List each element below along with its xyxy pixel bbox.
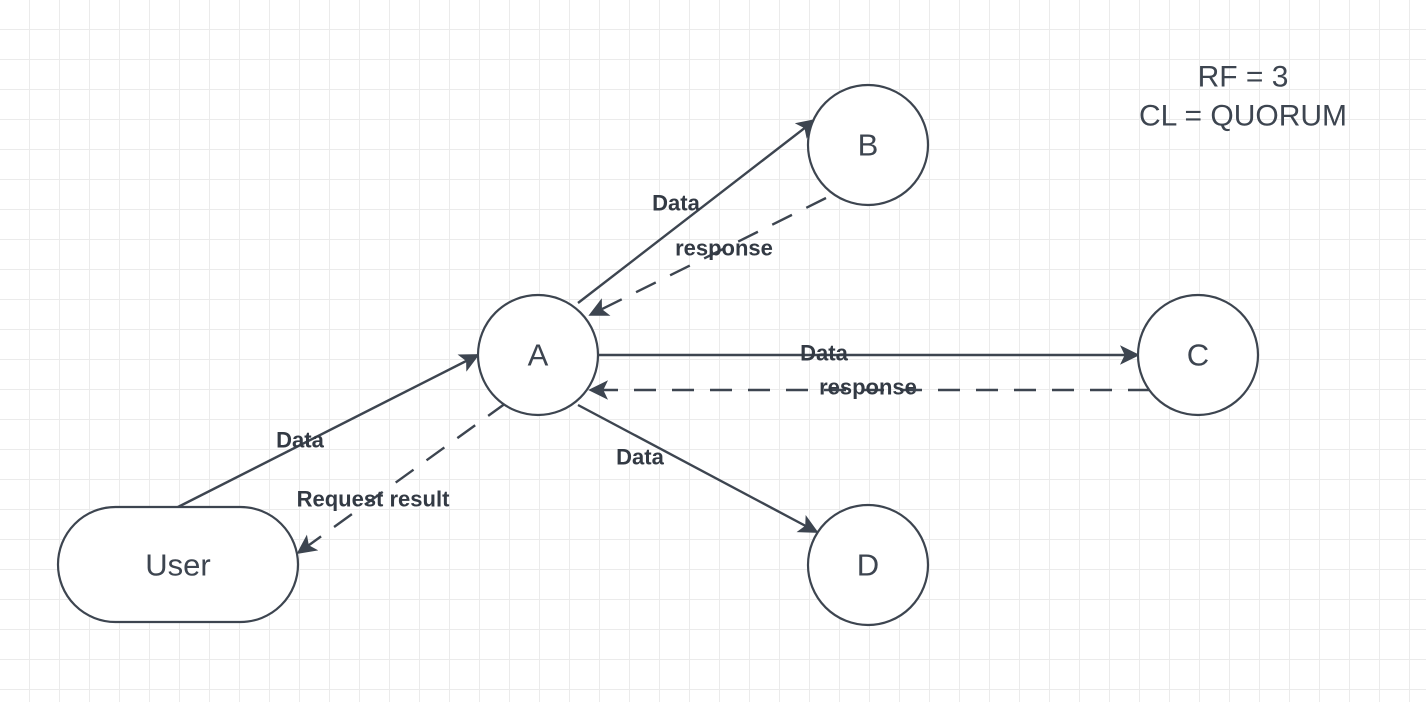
edge-c-to-a-label: response [819, 375, 917, 400]
node-user[interactable]: User [56, 505, 300, 624]
edge-a-to-b[interactable]: Data [577, 118, 817, 304]
nodes-layer: User A B C D [56, 83, 1260, 627]
edge-a-to-d-line[interactable] [577, 403, 819, 534]
edge-a-to-user-label: Request result [297, 487, 450, 512]
edge-a-to-b-line[interactable] [577, 118, 817, 304]
node-d[interactable]: D [806, 503, 930, 627]
edge-c-to-a[interactable]: response [588, 375, 1150, 400]
edge-a-to-c[interactable]: Data [598, 341, 1140, 366]
node-a[interactable]: A [476, 293, 600, 417]
node-b-label: B [858, 128, 879, 163]
edge-user-to-a-label: Data [276, 428, 324, 453]
edge-a-to-b-label: Data [652, 191, 700, 216]
node-b-shape[interactable] [806, 83, 930, 207]
annotations-layer: RF = 3 CL = QUORUM [1139, 61, 1347, 133]
edge-a-to-d-label: Data [616, 445, 664, 470]
node-c-label: C [1187, 338, 1209, 373]
edges-layer: Data Request result Data response Data r [177, 118, 1150, 555]
node-user-shape[interactable] [56, 505, 300, 624]
edge-b-to-a-label: response [675, 236, 773, 261]
edge-a-to-c-label: Data [800, 341, 848, 366]
node-c-shape[interactable] [1136, 293, 1260, 417]
node-user-label: User [145, 548, 210, 583]
edge-a-to-d[interactable]: Data [577, 403, 819, 534]
node-d-shape[interactable] [806, 503, 930, 627]
annotation-replication-factor: RF = 3 [1198, 61, 1289, 94]
edge-a-to-user[interactable]: Request result [296, 402, 507, 555]
node-c[interactable]: C [1136, 293, 1260, 417]
edge-user-to-a-line[interactable] [177, 353, 480, 509]
node-a-label: A [528, 338, 549, 373]
edge-b-to-a[interactable]: response [588, 196, 827, 317]
edge-user-to-a[interactable]: Data [177, 353, 480, 509]
node-a-shape[interactable] [476, 293, 600, 417]
edge-a-to-user-line[interactable] [296, 402, 507, 555]
annotation-consistency-level: CL = QUORUM [1139, 100, 1347, 133]
node-b[interactable]: B [806, 83, 930, 207]
edge-b-to-a-line[interactable] [588, 196, 827, 317]
node-d-label: D [857, 548, 879, 583]
